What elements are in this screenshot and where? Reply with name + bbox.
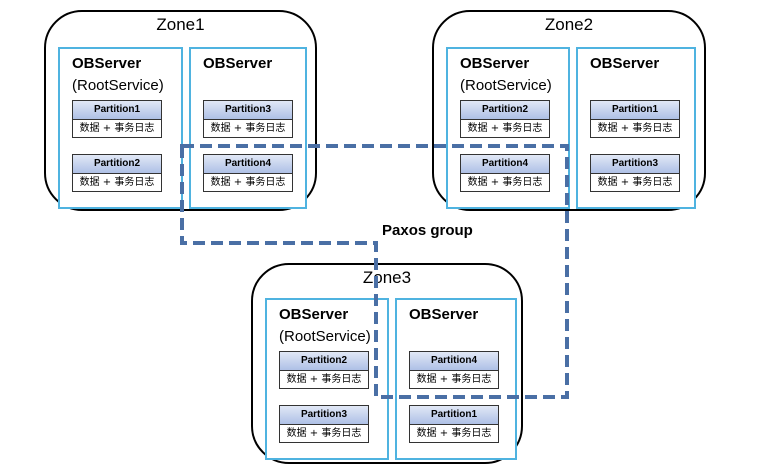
partition-content: 数据 + 事务日志 xyxy=(416,428,492,439)
observer-rootservice: OBServer (RootService) Partition2 数据 + 事… xyxy=(446,47,570,209)
zone-title: Zone2 xyxy=(544,15,594,34)
partition-name: Partition1 xyxy=(73,101,161,120)
partition-name: Partition1 xyxy=(591,101,679,120)
partition-box: Partition3 数据 + 事务日志 xyxy=(590,154,680,192)
server-title: OBServer xyxy=(279,306,349,323)
partition-box: Partition4 数据 + 事务日志 xyxy=(460,154,550,192)
partition-content: 数据 + 事务日志 xyxy=(79,123,155,134)
server-title: OBServer xyxy=(460,55,530,72)
observer: OBServer Partition1 数据 + 事务日志 Partition3… xyxy=(576,47,696,209)
server-subtitle: (RootService) xyxy=(460,77,552,94)
partition-box: Partition1 数据 + 事务日志 xyxy=(590,100,680,138)
partition-content: 数据 + 事务日志 xyxy=(467,123,543,134)
zone-1: Zone1 OBServer (RootService) Partition1 … xyxy=(44,10,317,211)
server-title: OBServer xyxy=(203,55,273,72)
partition-content: 数据 + 事务日志 xyxy=(286,374,362,385)
server-subtitle: (RootService) xyxy=(72,77,164,94)
observer: OBServer Partition4 数据 + 事务日志 Partition1… xyxy=(395,298,517,460)
partition-box: Partition1 数据 + 事务日志 xyxy=(72,100,162,138)
partition-name: Partition4 xyxy=(204,155,292,174)
server-title: OBServer xyxy=(72,55,142,72)
zone-title: Zone1 xyxy=(156,15,205,34)
partition-content: 数据 + 事务日志 xyxy=(416,374,492,385)
partition-name: Partition2 xyxy=(280,352,368,371)
partition-box: Partition3 数据 + 事务日志 xyxy=(203,100,293,138)
observer: OBServer Partition3 数据 + 事务日志 Partition4… xyxy=(189,47,307,209)
partition-name: Partition4 xyxy=(410,352,498,371)
partition-box: Partition2 数据 + 事务日志 xyxy=(279,351,369,389)
server-title: OBServer xyxy=(409,306,479,323)
partition-name: Partition3 xyxy=(204,101,292,120)
partition-name: Partition1 xyxy=(410,406,498,425)
zone-3: Zone3 OBServer (RootService) Partition2 … xyxy=(251,263,523,464)
partition-box: Partition2 数据 + 事务日志 xyxy=(72,154,162,192)
partition-content: 数据 + 事务日志 xyxy=(210,123,286,134)
partition-box: Partition4 数据 + 事务日志 xyxy=(409,351,499,389)
partition-content: 数据 + 事务日志 xyxy=(597,177,673,188)
partition-name: Partition4 xyxy=(461,155,549,174)
partition-name: Partition3 xyxy=(591,155,679,174)
partition-content: 数据 + 事务日志 xyxy=(79,177,155,188)
partition-content: 数据 + 事务日志 xyxy=(286,428,362,439)
partition-content: 数据 + 事务日志 xyxy=(467,177,543,188)
observer-rootservice: OBServer (RootService) Partition2 数据 + 事… xyxy=(265,298,389,460)
paxos-group-label: Paxos group xyxy=(382,222,473,239)
paxos-dashed-path xyxy=(180,144,569,399)
partition-name: Partition2 xyxy=(461,101,549,120)
server-subtitle: (RootService) xyxy=(279,328,371,345)
partition-name: Partition2 xyxy=(73,155,161,174)
server-title: OBServer xyxy=(590,55,660,72)
observer-rootservice: OBServer (RootService) Partition1 数据 + 事… xyxy=(58,47,183,209)
partition-box: Partition4 数据 + 事务日志 xyxy=(203,154,293,192)
partition-content: 数据 + 事务日志 xyxy=(597,123,673,134)
partition-box: Partition2 数据 + 事务日志 xyxy=(460,100,550,138)
partition-box: Partition3 数据 + 事务日志 xyxy=(279,405,369,443)
partition-content: 数据 + 事务日志 xyxy=(210,177,286,188)
partition-name: Partition3 xyxy=(280,406,368,425)
partition-box: Partition1 数据 + 事务日志 xyxy=(409,405,499,443)
